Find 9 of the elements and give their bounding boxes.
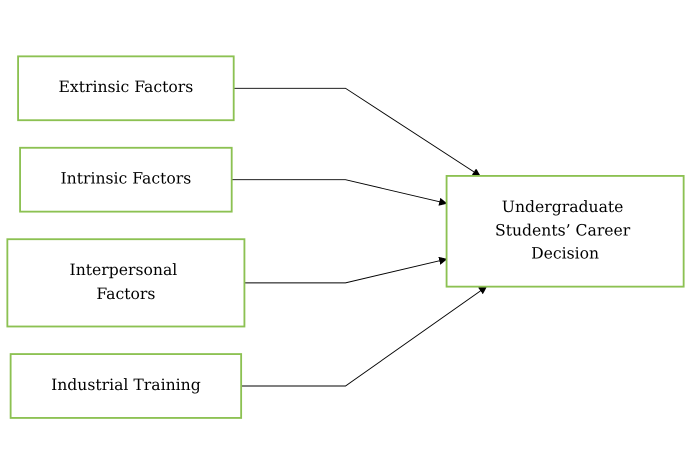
arrow [244,257,447,284]
arrow [231,180,447,206]
node-box: Industrial Training [10,354,242,420]
arrow [233,88,480,177]
node-box: Intrinsic Factors [19,147,233,213]
node-box: Interpersonal Factors [6,238,246,328]
arrow [240,286,487,387]
node-box: Extrinsic Factors [17,56,235,122]
node-box: Undergraduate Students’ Career Decision [446,175,685,288]
